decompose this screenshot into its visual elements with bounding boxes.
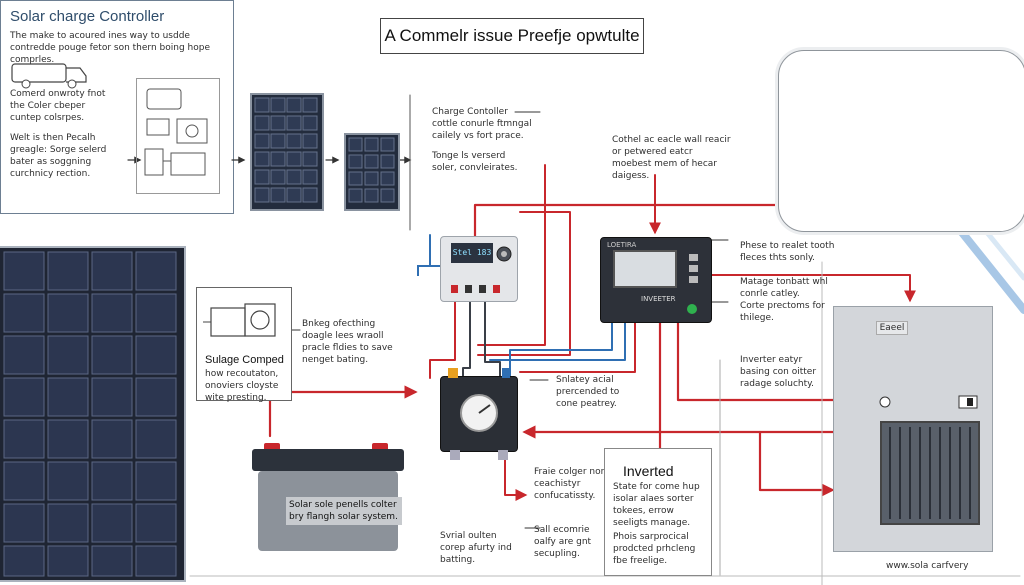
diagonal-pipe-2 <box>982 227 1024 281</box>
cable-connector-icon <box>417 265 440 276</box>
timer-switch-device <box>440 376 518 452</box>
tonge-note: Tonge ls verserd soler, convleirates. <box>432 151 518 173</box>
inverted-text-2: Phois sarprocical prodcted prhcleng fbe … <box>613 532 696 566</box>
wire-dark-2 <box>484 299 501 379</box>
sulage-title: Sulage Comped <box>205 354 284 366</box>
power-led-icon <box>687 304 697 314</box>
display-box <box>778 50 1024 232</box>
footer-url: www.sola carfvery <box>886 561 969 571</box>
intro-title: Solar charge Controller <box>10 8 165 25</box>
snlatey-note: Snlatey acial prercended to cone peatrey… <box>556 375 620 409</box>
diagonal-pipe-1 <box>956 226 1024 314</box>
wire-blue-1 <box>509 321 613 379</box>
battery: Solar sole penells colter bry flangh sol… <box>252 443 404 551</box>
components-sketch-icon <box>144 88 208 176</box>
wire-left-red <box>429 299 456 379</box>
switch-icon <box>958 395 978 409</box>
svrial-note: Svrial oulten corep afurty ind batting. <box>440 531 512 565</box>
solar-panel-small-2 <box>344 133 400 211</box>
knob-icon <box>496 246 512 262</box>
generator-icon <box>203 303 276 337</box>
right-note-1: Phese to realet tooth fleces thts sonly. <box>740 241 835 263</box>
right-note-3: Corte prectoms for thilege. <box>740 301 825 323</box>
charge-controller-note-title: Charge Contoller <box>432 107 508 117</box>
solar-grid-icon <box>254 97 318 203</box>
diagram-title: A Commelr issue Preefje opwtulte <box>380 18 644 54</box>
wire-dark-1 <box>462 299 471 379</box>
inverter-buttons-icon <box>689 254 698 283</box>
inverter-top-label: LOETIRA <box>607 241 637 249</box>
vent-grille-icon <box>889 427 971 519</box>
wire-inverter-right <box>676 320 848 407</box>
wire-red-controller-right <box>519 321 636 373</box>
solar-grid-icon <box>3 251 177 577</box>
fraie-note: Fraie colger non ceachistyr confucatisst… <box>534 467 607 501</box>
top-terminals-icon <box>448 368 510 378</box>
inverter-note: Inverter eatyr basing con oitter radage … <box>740 355 817 389</box>
controller-screen: Stel 183 <box>451 243 493 263</box>
solar-panel-small-1 <box>250 93 324 211</box>
intro-box: Solar charge Controller The make to acou… <box>0 0 234 214</box>
wire-tall-red <box>477 164 546 346</box>
charge-controller-device: Stel 183 <box>440 236 518 302</box>
bottom-terminals-icon <box>450 450 508 460</box>
inverter-cabinet: Eaeel <box>833 306 993 552</box>
cabinet-label: Eaeel <box>876 321 908 335</box>
intro-paragraph-3: Welt is then Pecalh greagle: Sorge seler… <box>10 133 107 179</box>
components-sketch <box>136 78 220 194</box>
solar-panel-large <box>0 246 186 582</box>
terminal-icons <box>451 285 500 293</box>
wire-fraie <box>504 451 528 501</box>
bnkeg-note: Bnkeg ofecthing doagle lees wraoll pracl… <box>302 319 393 365</box>
sall-note: Sall ecomrie oalfy are gnt secupling. <box>534 525 592 559</box>
wire-to-cabinet-top <box>704 274 916 303</box>
charge-controller-note-text: cottle conurle ftmngal cailely vs fort p… <box>432 119 532 141</box>
wire-top-red <box>473 203 782 242</box>
inverter-device: LOETIRA INVEETER <box>600 237 712 323</box>
sulage-box: Sulage Comped how recoutaton, onoviers c… <box>196 287 292 403</box>
sulage-text: how recoutaton, onoviers cloyste wite pr… <box>205 369 279 403</box>
inverter-screen <box>613 250 677 288</box>
inverted-title: Inverted <box>623 463 674 479</box>
inverter-bottom-label: INVEETER <box>641 295 676 303</box>
right-note-2: Matage tonbatt whl conrle catley. <box>740 277 828 299</box>
intro-paragraph-1: The make to acoured ines way to usdde co… <box>10 31 210 65</box>
indicator-icon <box>879 396 891 408</box>
dial-icon <box>460 394 498 432</box>
wire-blue-2 <box>489 321 626 361</box>
inverted-text-1: State for come hup isolar alaes sorter t… <box>613 482 700 528</box>
solar-grid-icon <box>348 137 395 203</box>
cothel-note: Cothel ac eacle wall reacir or petwered … <box>612 135 731 181</box>
wire-cabinet-bottom <box>758 430 835 497</box>
battery-label: Solar sole penells colter bry flangh sol… <box>286 497 402 525</box>
cabinet-vent <box>880 421 980 525</box>
van-icon <box>11 63 87 89</box>
inverted-box: Inverted State for come hup isolar alaes… <box>604 448 712 576</box>
intro-paragraph-2: Comerd onwroty fnot the Coler cbeper cun… <box>10 89 106 123</box>
